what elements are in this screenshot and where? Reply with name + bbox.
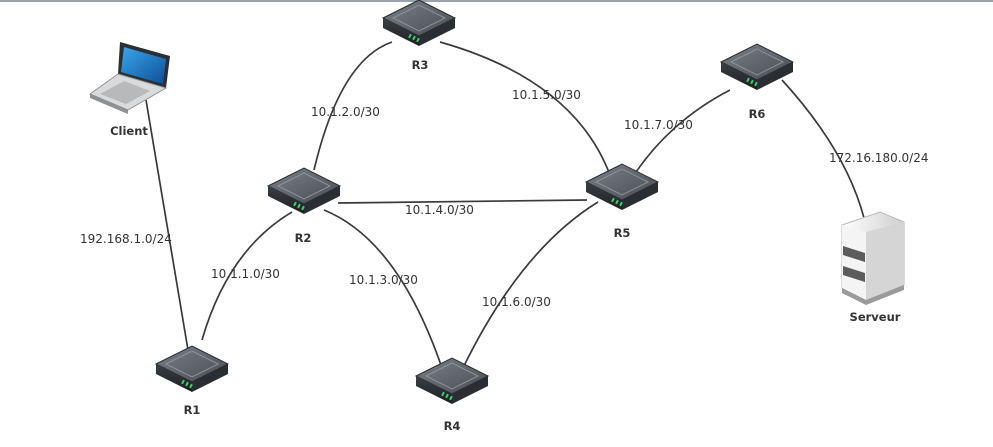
router-r4-label: R4 xyxy=(444,419,461,433)
link-r5-r6 xyxy=(635,89,731,173)
link-label-r6-serveur: 172.16.180.0/24 xyxy=(829,151,928,165)
router-r1[interactable]: R1 xyxy=(155,345,229,417)
link-labels-layer: 192.168.1.0/24 10.1.1.0/30 10.1.2.0/30 1… xyxy=(80,88,928,309)
router-icon xyxy=(267,167,341,215)
links-layer xyxy=(145,41,865,371)
serveur-server[interactable]: Serveur xyxy=(841,211,905,324)
router-r5[interactable]: R5 xyxy=(585,163,659,240)
link-r2-r3 xyxy=(313,41,393,171)
router-r3-label: R3 xyxy=(412,58,429,72)
router-r6-label: R6 xyxy=(749,107,766,121)
link-r6-serveur xyxy=(781,79,865,219)
link-label-r2-r5: 10.1.4.0/30 xyxy=(405,203,474,217)
router-r2[interactable]: R2 xyxy=(267,167,341,245)
link-label-r3-r5: 10.1.5.0/30 xyxy=(512,88,581,102)
server-icon xyxy=(841,211,905,305)
router-icon xyxy=(415,357,489,405)
router-r4[interactable]: R4 xyxy=(415,357,489,433)
link-r3-r5 xyxy=(439,41,611,176)
link-label-r5-r6: 10.1.7.0/30 xyxy=(624,118,693,132)
router-icon xyxy=(382,0,456,47)
router-r3[interactable]: R3 xyxy=(382,0,456,72)
router-r2-label: R2 xyxy=(295,231,312,245)
link-r4-r5 xyxy=(461,201,599,371)
link-label-r4-r5: 10.1.6.0/30 xyxy=(482,295,551,309)
router-r6[interactable]: R6 xyxy=(720,43,794,121)
link-label-r2-r4: 10.1.3.0/30 xyxy=(349,273,418,287)
link-r2-r5 xyxy=(337,199,588,204)
router-r5-label: R5 xyxy=(614,226,631,240)
router-icon xyxy=(720,43,794,91)
client-laptop[interactable]: Client xyxy=(88,42,170,138)
laptop-icon xyxy=(88,42,170,114)
link-r2-r4 xyxy=(323,209,443,369)
client-label: Client xyxy=(110,124,148,138)
router-icon xyxy=(155,345,229,393)
serveur-label: Serveur xyxy=(850,310,901,324)
link-label-r1-r2: 10.1.1.0/30 xyxy=(211,267,280,281)
link-label-client-r1: 192.168.1.0/24 xyxy=(80,232,172,246)
router-r1-label: R1 xyxy=(184,403,201,417)
link-r1-r2 xyxy=(201,211,293,341)
link-client-r1 xyxy=(145,99,189,351)
top-border xyxy=(0,0,993,2)
link-label-r2-r3: 10.1.2.0/30 xyxy=(311,105,380,119)
